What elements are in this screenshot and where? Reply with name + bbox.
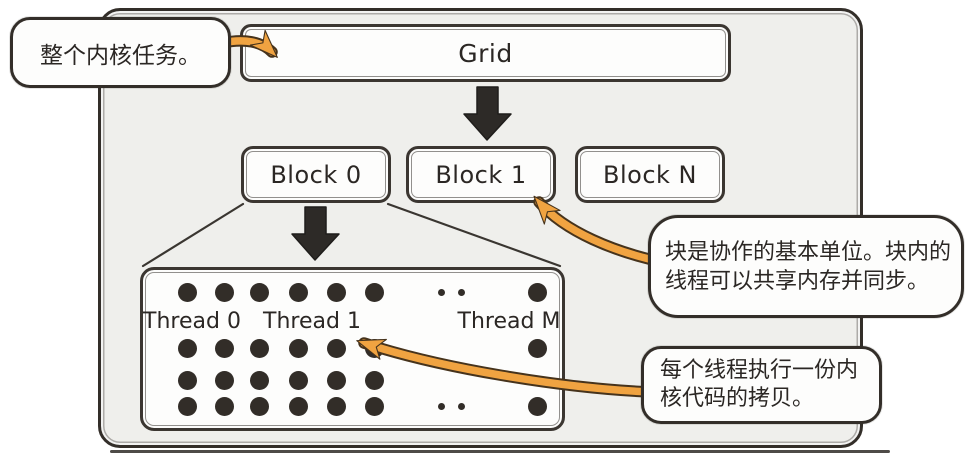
thread-dot — [326, 396, 346, 416]
thread-dot — [527, 282, 547, 302]
thread-dot — [214, 396, 234, 416]
thread-0-label: Thread 0 — [143, 309, 241, 334]
thread-dot — [364, 396, 384, 416]
thread-dot — [288, 370, 308, 390]
thread-dot — [326, 370, 346, 390]
thread-dot — [527, 338, 547, 358]
thread-dot — [249, 338, 269, 358]
frame-shadow-line — [110, 450, 890, 453]
thread-dot — [364, 370, 384, 390]
thread-dot — [326, 282, 346, 302]
thread-dot — [177, 396, 197, 416]
thread-dot — [214, 282, 234, 302]
thread-dot — [288, 338, 308, 358]
callout-block-unit-line1: 块是协作的基本单位。块内的 — [665, 239, 952, 265]
callout-kernel-task-text: 整个内核任务。 — [40, 42, 201, 69]
grid-box: Grid — [240, 24, 731, 82]
thread-dot — [364, 338, 384, 358]
thread-dot — [249, 370, 269, 390]
block-1-label: Block 1 — [435, 160, 527, 189]
thread-dot — [177, 370, 197, 390]
thread-m-label: Thread M — [457, 309, 561, 334]
block-1-box: Block 1 — [406, 146, 556, 203]
thread-dot — [288, 282, 308, 302]
thread-dot — [214, 338, 234, 358]
thread-dot — [177, 338, 197, 358]
callout-block-unit: 块是协作的基本单位。块内的 线程可以共享内存并同步。 — [648, 215, 964, 318]
thread-1-label: Thread 1 — [263, 309, 361, 334]
thread-dot — [527, 396, 547, 416]
thread-dot — [249, 396, 269, 416]
grid-label: Grid — [458, 38, 513, 68]
callout-block-unit-line2: 线程可以共享内存并同步。 — [665, 268, 930, 294]
ellipsis-dot — [457, 288, 465, 296]
thread-dot — [249, 282, 269, 302]
callout-thread-copy-line2: 核代码的拷贝。 — [660, 386, 815, 411]
ellipsis-dot — [457, 402, 465, 410]
thread-dot — [288, 396, 308, 416]
block-0-label: Block 0 — [270, 160, 362, 189]
thread-dot — [364, 282, 384, 302]
callout-thread-copy: 每个线程执行一份内 核代码的拷贝。 — [641, 346, 882, 424]
block-n-label: Block N — [603, 160, 697, 189]
thread-box — [140, 267, 565, 431]
callout-kernel-task: 整个内核任务。 — [10, 17, 231, 88]
thread-dot — [326, 338, 346, 358]
thread-dot — [177, 282, 197, 302]
ellipsis-dot — [437, 288, 445, 296]
thread-dot — [214, 370, 234, 390]
block-0-box: Block 0 — [241, 146, 391, 203]
ellipsis-dot — [437, 402, 445, 410]
callout-thread-copy-line1: 每个线程执行一份内 — [660, 358, 859, 383]
block-n-box: Block N — [575, 146, 725, 203]
